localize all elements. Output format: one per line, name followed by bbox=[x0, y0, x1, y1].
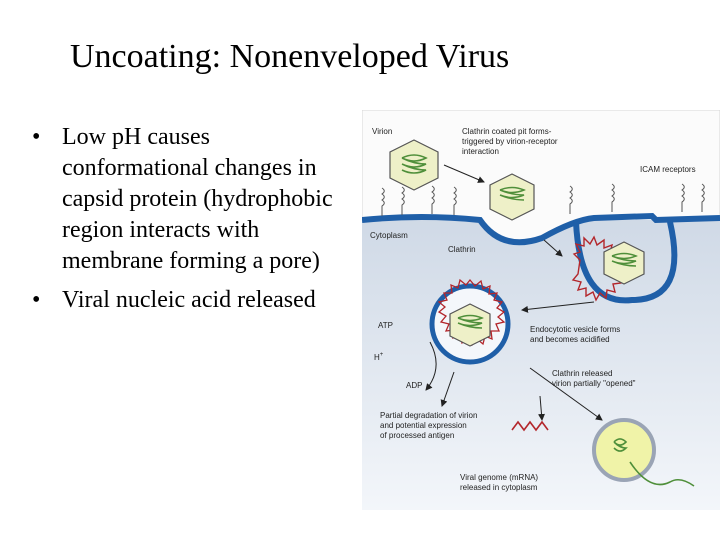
label-endocytic-1: Endocytotic vesicle forms bbox=[530, 325, 620, 334]
virion-binding bbox=[489, 173, 535, 221]
label-virion: Virion bbox=[372, 127, 392, 136]
label-genome-1: Viral genome (mRNA) bbox=[460, 473, 538, 482]
label-partial-1: Partial degradation of virion bbox=[380, 411, 477, 420]
label-cytoplasm: Cytoplasm bbox=[370, 231, 408, 240]
label-adp: ADP bbox=[406, 381, 422, 390]
label-atp: ATP bbox=[378, 321, 393, 330]
label-clathrin-released-2: virion partially "opened" bbox=[552, 379, 636, 388]
label-clathrin-pit-1: Clathrin coated pit forms- bbox=[462, 127, 552, 136]
process-arrows bbox=[425, 164, 603, 421]
virion-free bbox=[389, 139, 439, 191]
label-partial-3: of processed antigen bbox=[380, 431, 454, 440]
diagram-svg: Virion Clathrin coated pit forms- trigge… bbox=[362, 110, 720, 510]
clathrin-fragments bbox=[511, 420, 549, 432]
bullet-list: • Low pH causes conformational changes i… bbox=[28, 122, 348, 324]
virion-in-pit bbox=[603, 241, 645, 285]
label-clathrin-pit-3: interaction bbox=[462, 147, 499, 156]
bullet-dot-icon: • bbox=[32, 287, 41, 313]
diagram-labels: Virion Clathrin coated pit forms- trigge… bbox=[370, 127, 696, 492]
label-icam: ICAM receptors bbox=[640, 165, 696, 174]
bullet-text: Low pH causes conformational changes in … bbox=[62, 124, 333, 274]
icam-receptors bbox=[381, 183, 705, 216]
label-partial-2: and potential expression bbox=[380, 421, 467, 430]
label-clathrin-pit-2: triggered by virion-receptor bbox=[462, 137, 558, 146]
released-genome bbox=[592, 418, 695, 487]
label-endocytic-2: and becomes acidified bbox=[530, 335, 610, 344]
label-clathrin-released-1: Clathrin released bbox=[552, 369, 612, 378]
bullet-item: • Viral nucleic acid released bbox=[28, 285, 348, 316]
endocytic-vesicle bbox=[429, 278, 511, 365]
plasma-membrane bbox=[362, 212, 720, 246]
bullet-text: Viral nucleic acid released bbox=[62, 287, 316, 313]
label-h-plus: H+ bbox=[374, 352, 384, 362]
cytoplasm-region bbox=[362, 217, 720, 510]
label-clathrin: Clathrin bbox=[448, 245, 476, 254]
uncoating-diagram: Virion Clathrin coated pit forms- trigge… bbox=[362, 110, 720, 510]
slide-title: Uncoating: Nonenveloped Virus bbox=[70, 38, 510, 75]
bullet-item: • Low pH causes conformational changes i… bbox=[28, 122, 348, 277]
invagination-membrane bbox=[573, 221, 678, 304]
bullet-dot-icon: • bbox=[32, 124, 41, 150]
label-genome-2: released in cytoplasm bbox=[460, 483, 538, 492]
